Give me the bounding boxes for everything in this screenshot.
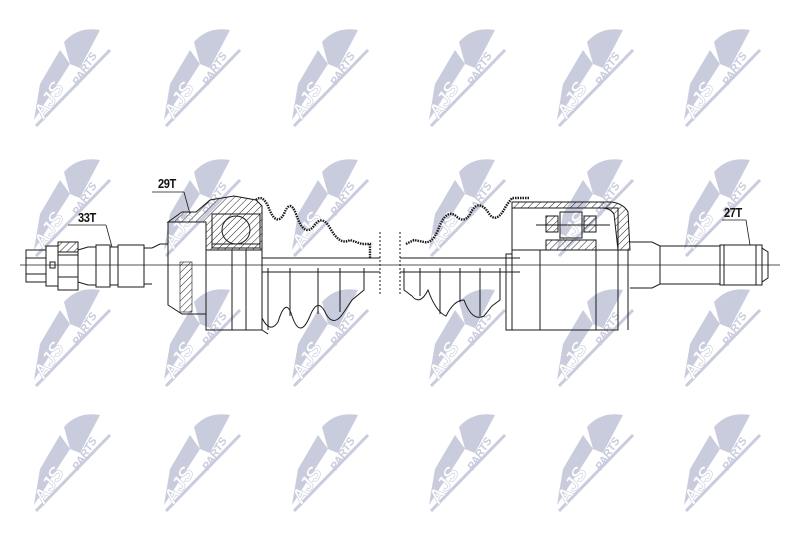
main-shaft [262, 232, 520, 296]
inner-boot [403, 196, 530, 318]
outer-cv-joint [166, 195, 269, 335]
label-inner-spline-27t: 27T [724, 205, 742, 220]
label-outer-spline-33t: 33T [78, 210, 96, 225]
outer-stub-nut [25, 241, 79, 291]
inner-cv-joint [505, 201, 631, 331]
outer-stub-shaft [77, 243, 169, 290]
leader-lines [68, 191, 751, 248]
label-abs-ring-29t: 29T [158, 176, 176, 191]
outer-boot [255, 196, 372, 330]
shaft-outline [20, 191, 780, 335]
inner-stub-shaft [630, 241, 769, 289]
